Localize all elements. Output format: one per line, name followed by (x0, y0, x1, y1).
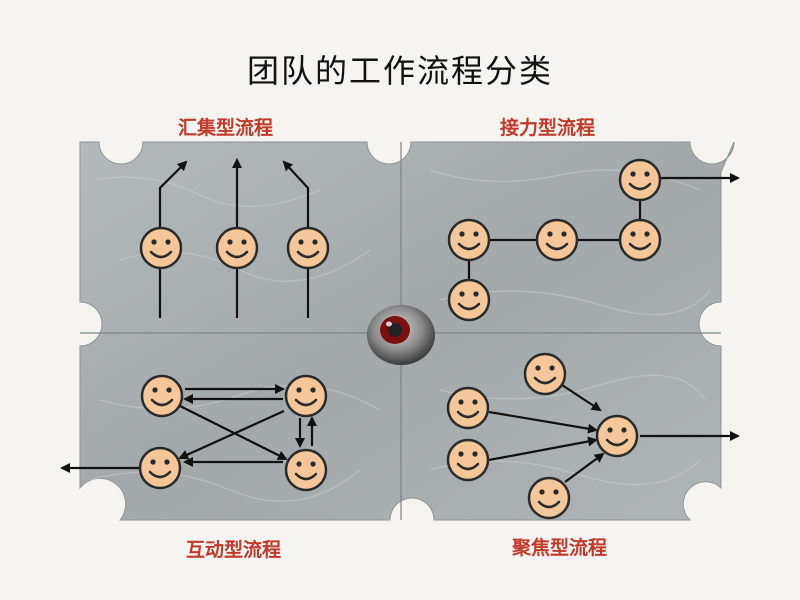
smiley-face-icon (446, 438, 490, 482)
smiley-face-icon (447, 278, 491, 322)
smiley-face-icon (527, 476, 571, 520)
smiley-face-icon (523, 352, 567, 396)
smiley-face-icon (446, 386, 490, 430)
interactive-arrows (60, 384, 317, 473)
smiley-face-icon (284, 374, 328, 418)
eye-icon (367, 305, 435, 365)
smiley-face-icon (447, 218, 491, 262)
label-relay-process: 接力型流程 (500, 117, 596, 139)
smiley-face-icon (284, 448, 328, 492)
smiley-face-icon (139, 226, 183, 270)
smiley-face-icon (595, 414, 639, 458)
smiley-face-icon (535, 218, 579, 262)
smiley-face-icon (618, 218, 662, 262)
smiley-face-icon (618, 158, 662, 202)
focus-arrows (488, 384, 740, 483)
smiley-face-icon (286, 226, 330, 270)
smiley-face-icon (138, 446, 182, 490)
label-focus-process: 聚焦型流程 (512, 537, 608, 559)
page-title: 团队的工作流程分类 (246, 52, 553, 90)
label-converging-process: 汇集型流程 (178, 117, 274, 139)
smiley-face-icon (215, 226, 259, 270)
label-interactive-process: 互动型流程 (186, 539, 282, 561)
smiley-face-icon (140, 374, 184, 418)
